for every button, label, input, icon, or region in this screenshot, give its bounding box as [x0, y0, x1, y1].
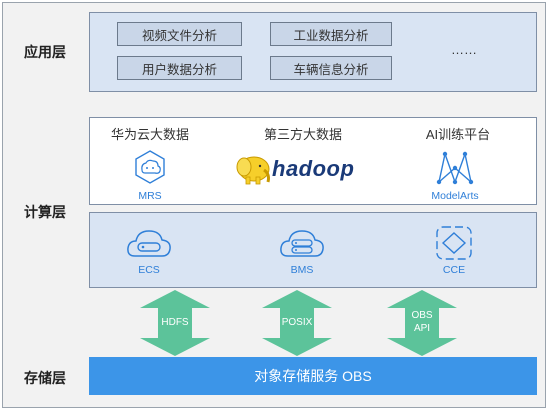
layer-label-compute: 计算层: [24, 204, 66, 220]
platform-title-thirdparty: 第三方大数据: [263, 127, 342, 142]
platform-title-ai: AI训练平台: [425, 127, 491, 142]
obs-storage-label: 对象存储服务 OBS: [254, 368, 372, 384]
cce-label: CCE: [442, 264, 466, 276]
ecs-icon: [127, 230, 171, 257]
hadoop-wordmark: hadoop: [272, 156, 355, 181]
ecs-label: ECS: [138, 264, 160, 276]
mrs-label: MRS: [138, 190, 162, 202]
posix-double-arrow: [262, 290, 332, 356]
cce-icon: [436, 226, 472, 260]
app-item-user: 用户数据分析: [117, 56, 242, 80]
platform-title-huawei: 华为云大数据: [110, 127, 189, 142]
obs-label-line1: OBS: [411, 310, 433, 321]
app-item-vehicle: 车辆信息分析: [270, 56, 392, 80]
app-item-industrial: 工业数据分析: [270, 22, 392, 46]
hadoop-elephant-icon: [236, 156, 270, 185]
obs-api-double-arrow: [387, 290, 457, 356]
compute-resources-box: [89, 212, 537, 288]
modelarts-icon: [436, 151, 474, 185]
mrs-icon: [135, 150, 165, 184]
obs-label-line2: API: [413, 323, 431, 334]
app-item-video: 视频文件分析: [117, 22, 242, 46]
app-more-ellipsis: ……: [451, 42, 477, 57]
hdfs-double-arrow: [140, 290, 210, 356]
posix-label: POSIX: [281, 317, 313, 328]
obs-storage-bar: 对象存储服务 OBS: [89, 357, 537, 395]
bms-label: BMS: [290, 264, 314, 276]
layer-label-storage: 存储层: [24, 370, 66, 386]
bms-icon: [280, 230, 324, 257]
hdfs-label: HDFS: [161, 317, 189, 328]
modelarts-label: ModelArts: [431, 190, 479, 202]
layer-label-app: 应用层: [24, 44, 66, 60]
